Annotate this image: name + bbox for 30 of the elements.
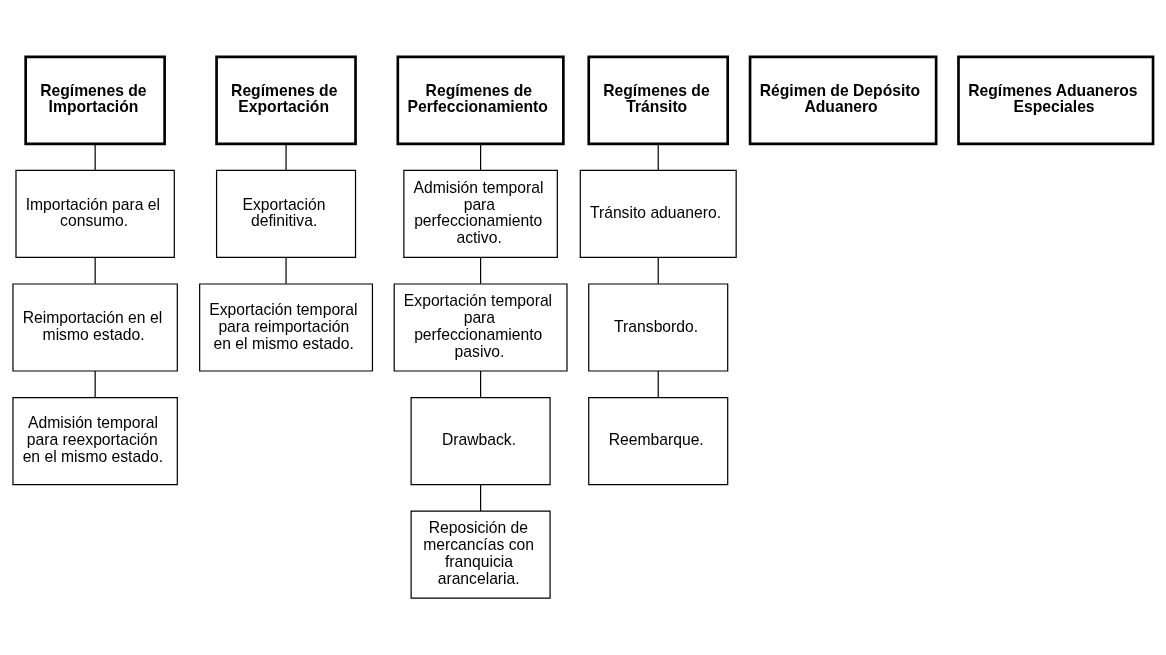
connector xyxy=(285,256,287,285)
connector xyxy=(94,370,96,398)
connector xyxy=(657,143,659,171)
connector xyxy=(480,370,482,398)
node-box: Admisión temporal para reexportación en el mismo estado. xyxy=(12,396,178,486)
connector xyxy=(285,143,287,171)
node-box: Drawback. xyxy=(410,396,551,486)
connector xyxy=(480,484,482,512)
node-box: Regímenes de Importación xyxy=(24,55,166,146)
connector xyxy=(480,256,482,285)
node-box: Exportación temporal para reimportación en el mismo estado. xyxy=(199,283,374,372)
node-box: Exportación temporal para perfeccionamiento pasivo. xyxy=(393,283,568,372)
connector xyxy=(657,256,659,285)
connector xyxy=(94,143,96,171)
node-box: Régimen de Depósito Aduanero xyxy=(748,55,938,146)
node-box: Regímenes Aduaneros Especiales xyxy=(957,55,1155,146)
node-box: Tránsito aduanero. xyxy=(579,169,737,259)
node-box: Reembarque. xyxy=(588,396,729,486)
connector xyxy=(94,256,96,285)
node-box: Reimportación en el mismo estado. xyxy=(12,283,178,372)
node-box: Reposición de mercancías con franquicia arancelaria. xyxy=(410,510,551,599)
node-box: Transbordo. xyxy=(588,283,729,372)
node-box: Regímenes de Tránsito xyxy=(587,55,730,146)
node-box: Regímenes de Perfeccionamiento xyxy=(396,55,565,146)
node-box: Exportación definitiva. xyxy=(215,169,357,259)
connector xyxy=(480,143,482,171)
node-box: Importación para el consumo. xyxy=(15,169,175,259)
node-box: Admisión temporal para perfeccionamiento activo. xyxy=(403,169,558,259)
node-box: Regímenes de Exportación xyxy=(215,55,357,146)
connector xyxy=(657,370,659,398)
